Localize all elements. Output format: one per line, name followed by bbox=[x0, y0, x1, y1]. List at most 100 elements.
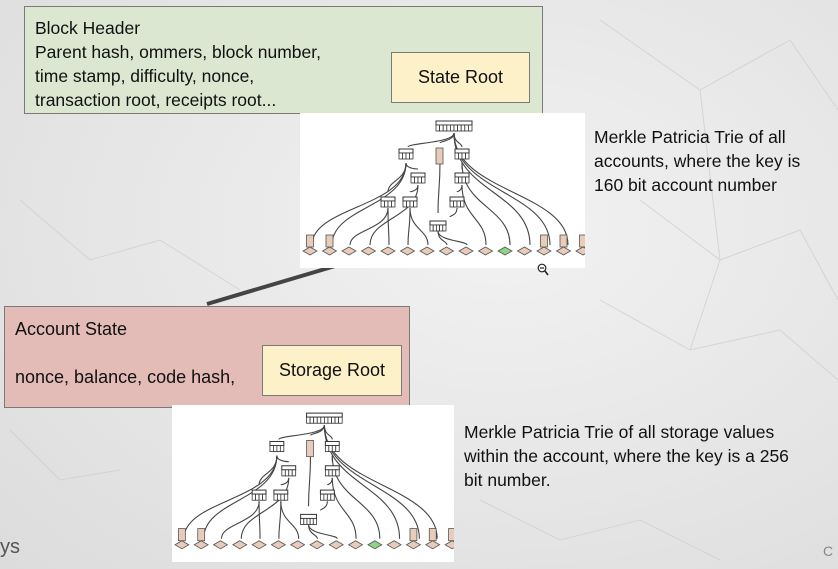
leaf-node bbox=[444, 540, 460, 550]
branch-node bbox=[402, 196, 418, 208]
state-trie-diagram bbox=[300, 113, 591, 268]
leaf-node bbox=[516, 246, 533, 256]
branch-node bbox=[281, 465, 297, 477]
leaf-value bbox=[197, 528, 206, 542]
extension-node bbox=[306, 440, 314, 458]
branch-node bbox=[449, 196, 465, 208]
leaf-node bbox=[405, 540, 422, 550]
leaf-node bbox=[386, 540, 402, 550]
branch-node bbox=[429, 220, 447, 232]
storage-trie-description: Merkle Patricia Trie of all storage valu… bbox=[464, 420, 789, 492]
trie-edge bbox=[280, 501, 300, 539]
trie-edge bbox=[323, 425, 438, 539]
trie-edge bbox=[437, 160, 441, 214]
leaf-node bbox=[419, 246, 435, 256]
trie-edge bbox=[407, 132, 455, 148]
leaf-node bbox=[380, 246, 396, 256]
branch-node bbox=[319, 489, 335, 501]
trie-edge bbox=[203, 455, 278, 539]
branch-node bbox=[454, 172, 470, 184]
trie-edge bbox=[437, 230, 468, 246]
description-line: accounts, where the key is bbox=[594, 151, 801, 171]
trie-edge bbox=[309, 425, 325, 436]
block-header-line: time stamp, difficulty, nonce, bbox=[35, 66, 255, 86]
branch-node bbox=[380, 196, 396, 208]
leaf-node bbox=[458, 246, 474, 256]
leaf-value bbox=[178, 528, 186, 542]
block-header-title: Block Header bbox=[35, 18, 141, 38]
branch-node bbox=[269, 440, 285, 452]
storage-trie-diagram bbox=[172, 405, 460, 562]
leaf-node bbox=[367, 540, 383, 550]
branch-node bbox=[300, 513, 317, 525]
block-header-line: transaction root, receipts root... bbox=[35, 90, 277, 110]
branch-node bbox=[435, 120, 473, 132]
trie-edge bbox=[258, 501, 261, 539]
edge-text-right: C bbox=[823, 543, 834, 559]
branch-node bbox=[251, 489, 267, 501]
trie-edge bbox=[319, 501, 328, 511]
account-state-fields: nonce, balance, code hash, bbox=[15, 367, 236, 387]
trie-edge bbox=[278, 501, 282, 539]
description-line: Merkle Patricia Trie of all storage valu… bbox=[464, 422, 775, 442]
leaf-node bbox=[328, 540, 344, 550]
branch-node bbox=[306, 412, 343, 424]
edge-text-left: ys bbox=[0, 536, 20, 558]
leaf-node bbox=[341, 246, 357, 256]
description-line: 160 bit account number bbox=[594, 175, 777, 195]
trie-edge bbox=[308, 453, 312, 507]
leaf-node bbox=[289, 540, 306, 550]
leaf-node bbox=[251, 540, 267, 550]
leaf-node bbox=[193, 540, 209, 550]
state-root-box: State Root bbox=[391, 52, 530, 103]
trie-edge bbox=[453, 132, 569, 246]
extension-node bbox=[435, 147, 444, 165]
leaf-value bbox=[409, 528, 418, 542]
trie-edge bbox=[369, 184, 419, 246]
leaf-node bbox=[174, 540, 190, 550]
trie-edge bbox=[349, 207, 389, 246]
account-to-leaf-connector bbox=[206, 259, 353, 306]
leaf-node bbox=[497, 246, 513, 256]
trie-edge bbox=[407, 207, 411, 246]
trie-edge bbox=[311, 162, 407, 246]
leaf-node bbox=[270, 540, 287, 550]
block-header-line: Parent hash, ommers, block number, bbox=[35, 42, 321, 62]
zoom-out-cursor-icon bbox=[537, 263, 549, 282]
trie-edge bbox=[409, 207, 429, 246]
trie-edge bbox=[308, 524, 338, 540]
branch-node bbox=[324, 440, 340, 452]
leaf-node bbox=[438, 246, 455, 256]
leaf-value bbox=[325, 234, 334, 248]
description-line: within the account, where the key is a 2… bbox=[464, 446, 789, 466]
trie-edge bbox=[331, 477, 357, 539]
branch-node bbox=[324, 465, 340, 477]
trie-edge bbox=[449, 207, 458, 218]
trie-edge bbox=[326, 477, 333, 486]
trie-edge bbox=[439, 132, 455, 144]
leaf-node bbox=[309, 540, 325, 550]
branch-node bbox=[410, 172, 426, 184]
branch-node bbox=[454, 148, 470, 160]
leaf-node bbox=[360, 246, 377, 256]
trie-edge bbox=[387, 207, 390, 246]
trie-edge bbox=[220, 501, 260, 539]
leaf-node bbox=[302, 246, 318, 256]
state-trie-description: Merkle Patricia Trie of all accounts, wh… bbox=[594, 125, 800, 197]
leaf-node bbox=[536, 246, 552, 256]
trie-edge bbox=[405, 162, 419, 170]
leaf-node bbox=[232, 540, 248, 550]
leaf-value bbox=[448, 528, 456, 542]
trie-edge bbox=[183, 455, 278, 539]
leaf-value bbox=[579, 234, 587, 248]
trie-edge bbox=[278, 425, 325, 440]
leaf-node bbox=[477, 246, 494, 256]
trie-edge bbox=[456, 184, 463, 193]
branch-node bbox=[273, 489, 289, 501]
trie-edge bbox=[461, 184, 487, 246]
leaf-node bbox=[425, 540, 441, 550]
trie-edge bbox=[280, 477, 290, 486]
leaf-value bbox=[306, 234, 314, 248]
description-line: bit number. bbox=[464, 470, 551, 490]
